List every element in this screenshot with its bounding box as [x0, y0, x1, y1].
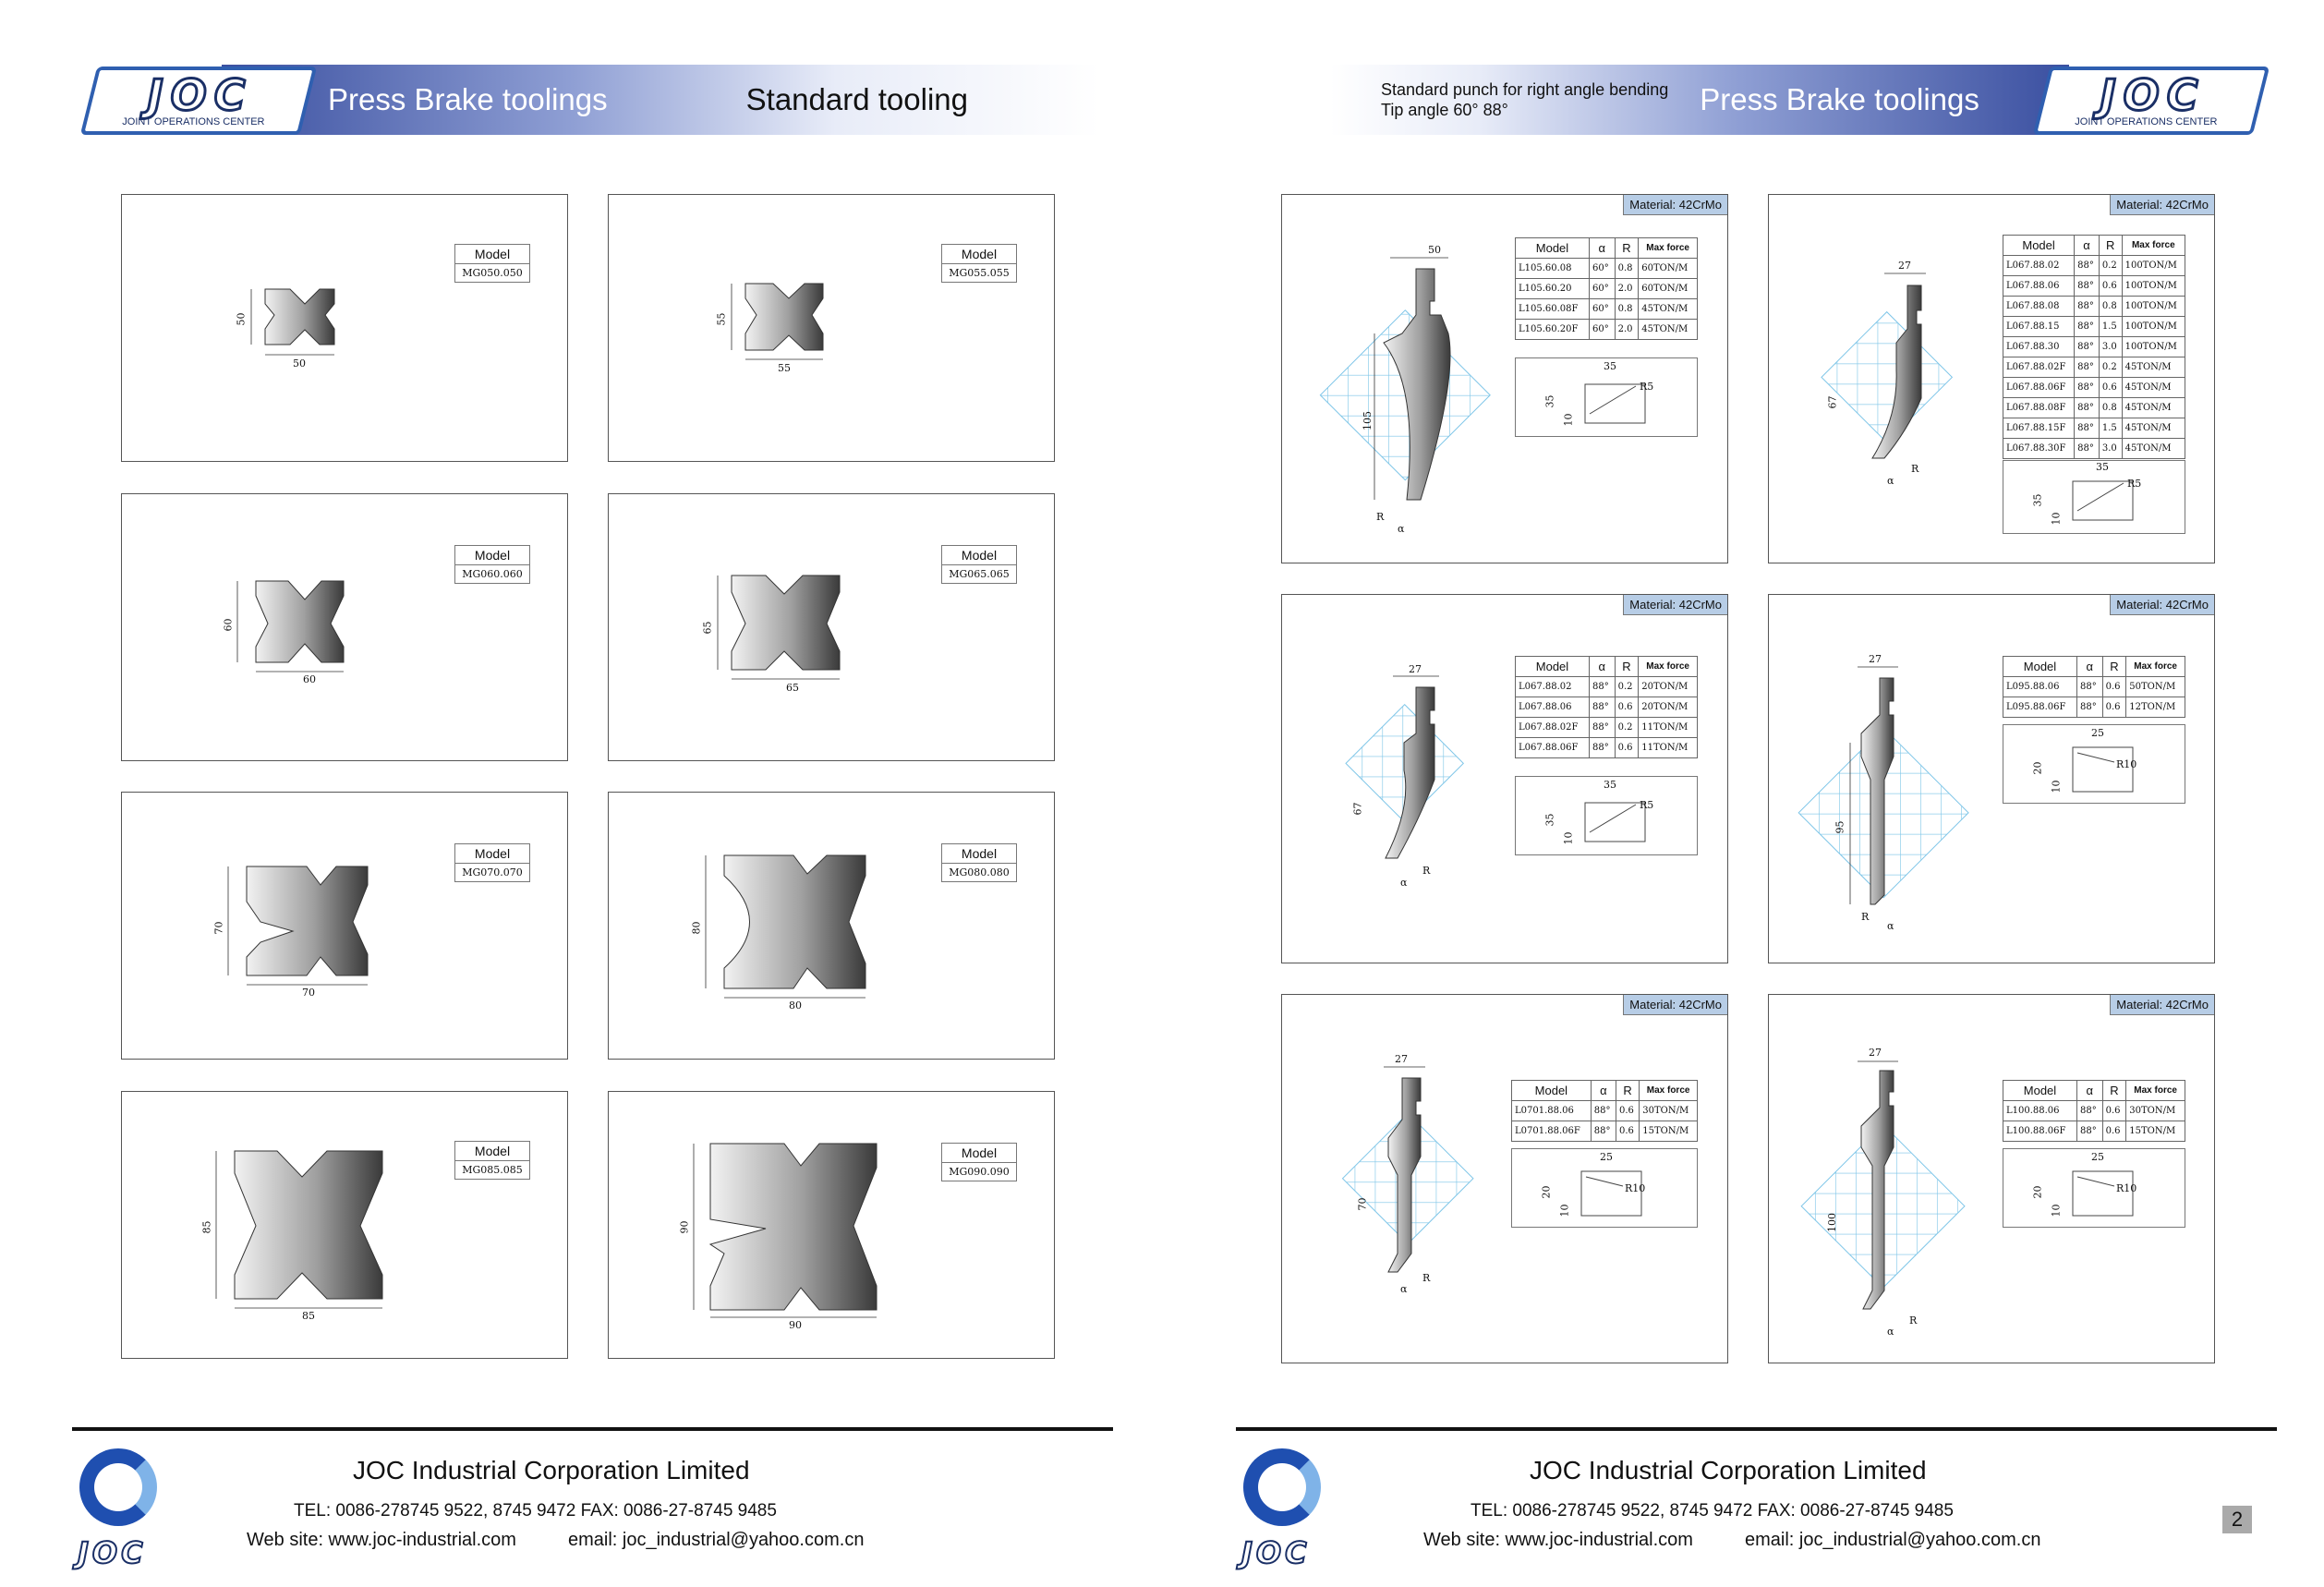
die-drawing — [250, 288, 335, 356]
joc-ring-logo-icon — [1243, 1448, 1321, 1526]
footer-web: Web site: www.joc-industrial.com — [247, 1530, 516, 1550]
right-header: Standard punch for right angle bending T… — [1330, 65, 2270, 139]
die-drawing — [215, 1150, 383, 1309]
right-header-desc2: Tip angle 60° 88° — [1381, 101, 1508, 119]
punch-drawing — [1319, 257, 1491, 501]
punch-drawing — [1800, 1060, 1966, 1310]
right-header-desc1: Standard punch for right angle bending — [1381, 80, 1669, 99]
footer-company: JOC Industrial Corporation Limited — [353, 1456, 750, 1484]
footer-company: JOC Industrial Corporation Limited — [1530, 1456, 1927, 1484]
right-header-logo: JOC JOINT OPERATIONS CENTER — [2032, 67, 2270, 135]
joc-ring-logo-icon — [79, 1448, 157, 1526]
left-header-subtitle: Standard tooling — [745, 82, 968, 116]
die-drawing — [717, 575, 841, 680]
footer-logo: JOC — [77, 1534, 147, 1571]
left-footer: JOC JOC Industrial Corporation Limited T… — [72, 1441, 1113, 1571]
die-drawing — [236, 580, 345, 672]
left-header-title: Press Brake toolings — [328, 82, 608, 116]
tip-detail: 25 20 10 R10 — [1511, 1148, 1698, 1228]
material-badge: Material: 42CrMo — [1623, 595, 1727, 615]
material-badge: Material: 42CrMo — [1623, 195, 1727, 215]
right-footer: JOC JOC Industrial Corporation Limited T… — [1236, 1441, 2277, 1571]
left-header-logo: JOC JOINT OPERATIONS CENTER — [79, 67, 318, 135]
footer-tel: TEL: 0086-278745 9522, 8745 9472 FAX: 00… — [294, 1501, 777, 1520]
punch-drawing — [1797, 666, 1969, 905]
punch-drawing — [1341, 1066, 1474, 1273]
left-footer-rule — [72, 1427, 1113, 1431]
footer-logo: JOC — [1241, 1534, 1311, 1571]
die-drawing — [731, 283, 824, 360]
material-badge: Material: 42CrMo — [2110, 995, 2214, 1015]
material-badge: Material: 42CrMo — [2110, 595, 2214, 615]
punch-drawing — [1345, 675, 1465, 859]
material-badge: Material: 42CrMo — [2110, 195, 2214, 215]
tip-detail: 25 20 10 R10 — [2003, 1148, 2185, 1228]
tip-detail: 35 35 10 R5 — [1515, 357, 1698, 437]
die-drawing — [705, 854, 866, 999]
left-header-band: Press Brake toolings Standard tooling — [222, 65, 1099, 135]
footer-email: email: joc_industrial@yahoo.com.cn — [1745, 1530, 2041, 1550]
material-badge: Material: 42CrMo — [1623, 995, 1727, 1015]
tip-detail: 35 35 10 R5 — [2003, 460, 2185, 534]
footer-web: Web site: www.joc-industrial.com — [1423, 1530, 1693, 1550]
footer-email: email: joc_industrial@yahoo.com.cn — [568, 1530, 865, 1550]
punch-drawing — [1821, 273, 1954, 459]
left-header: Press Brake toolings Standard tooling JO… — [79, 65, 1099, 139]
right-header-band: Standard punch for right angle bending T… — [1330, 65, 2069, 135]
right-footer-rule — [1236, 1427, 2277, 1431]
die-drawing — [693, 1143, 878, 1318]
page-number: 2 — [2222, 1506, 2252, 1533]
die-drawing — [227, 866, 369, 986]
tip-detail: 25 20 10 R10 — [2003, 724, 2185, 804]
footer-tel: TEL: 0086-278745 9522, 8745 9472 FAX: 00… — [1471, 1501, 1954, 1520]
tip-detail: 35 35 10 R5 — [1515, 776, 1698, 855]
right-header-title: Press Brake toolings — [1700, 82, 1979, 116]
